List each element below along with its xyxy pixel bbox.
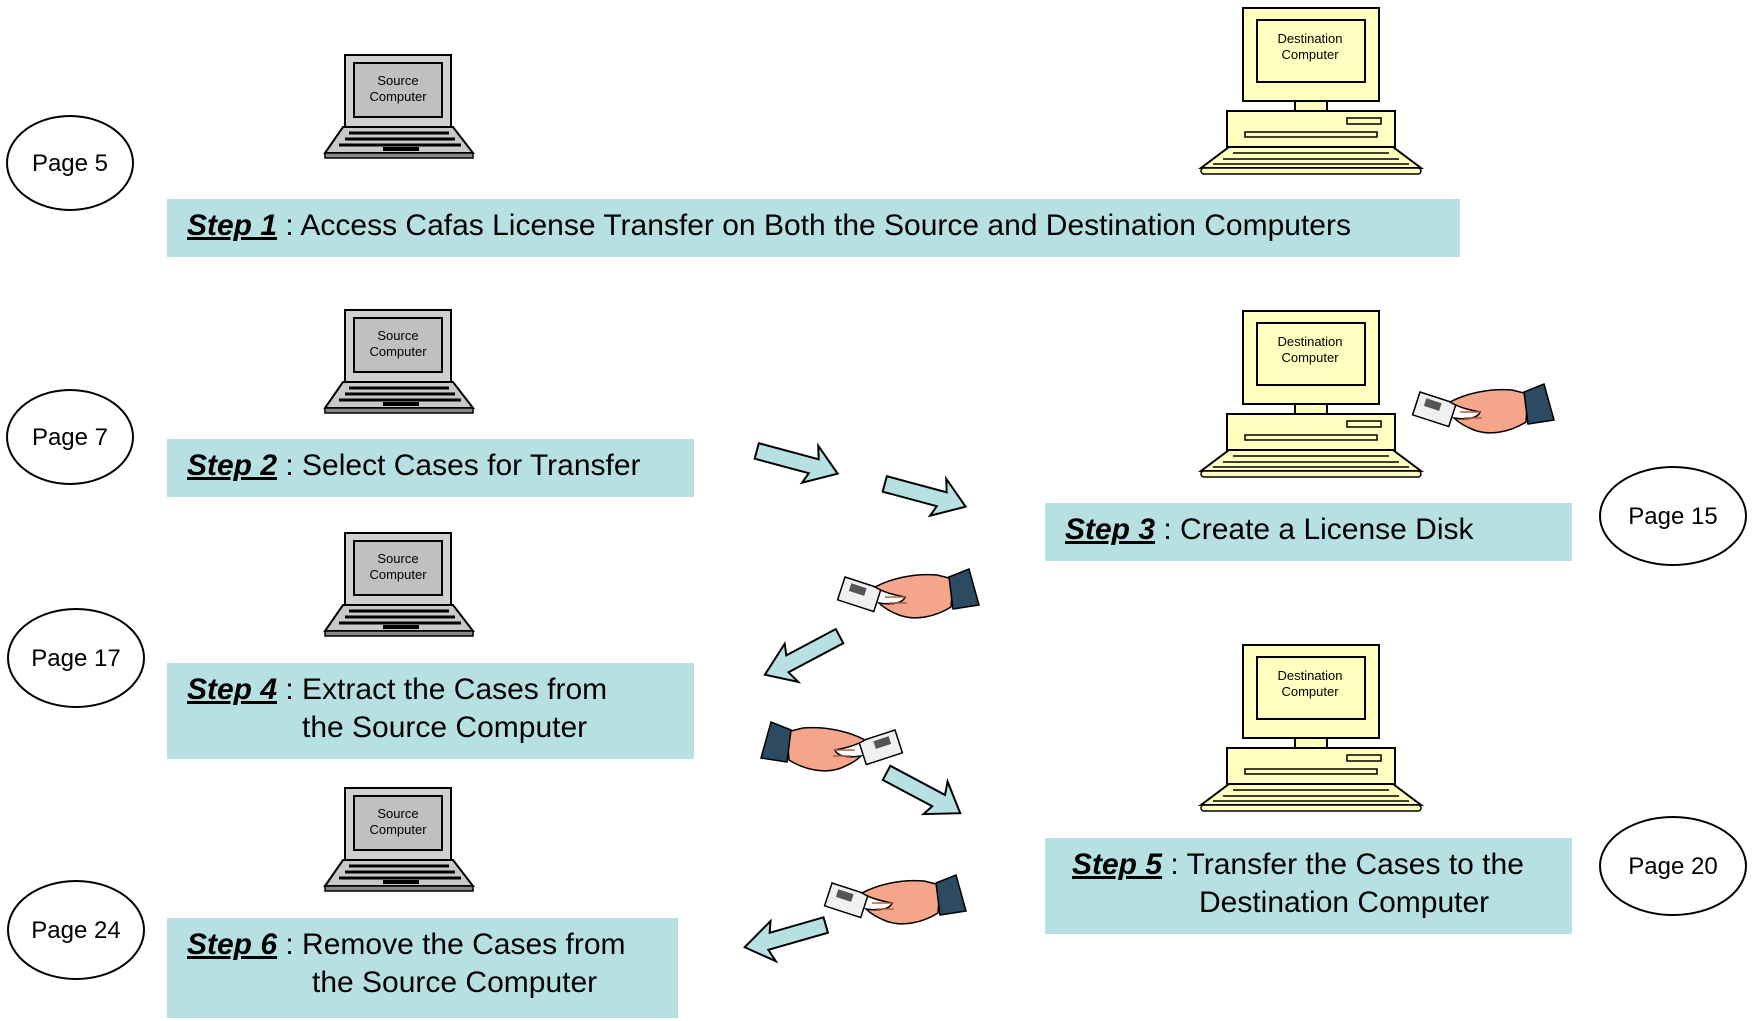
- page-17-label: Page 17: [31, 645, 120, 672]
- page-15-label: Page 15: [1628, 503, 1717, 530]
- laptop-icon: [323, 53, 475, 160]
- laptop-icon: [323, 308, 475, 415]
- step-6-box: Step 6 : Remove the Cases from the Sourc…: [167, 918, 678, 1018]
- step-1-separator: :: [277, 209, 301, 242]
- page-24-label: Page 24: [31, 917, 120, 944]
- source-label-line2: Computer: [369, 567, 427, 582]
- step-5-text: Transfer the Cases to the: [1186, 848, 1524, 881]
- source-label-line2: Computer: [369, 344, 427, 359]
- page-7-label: Page 7: [32, 424, 108, 451]
- step-3-separator: :: [1155, 513, 1181, 546]
- destination-label-line1: Destination: [1277, 668, 1342, 683]
- step-6-title: Step 6: [187, 928, 278, 961]
- step-3-box: Step 3 : Create a License Disk: [1045, 503, 1572, 561]
- laptop-icon: [323, 531, 475, 638]
- step-2-separator: :: [277, 449, 303, 482]
- step-6-text-line2: the Source Computer: [312, 966, 598, 999]
- arrow-icon: [878, 462, 973, 526]
- step-3-text: Create a License Disk: [1180, 513, 1474, 546]
- destination-label-line2: Computer: [1281, 684, 1339, 699]
- arrow-icon: [876, 753, 972, 831]
- step-5-text-line2: Destination Computer: [1199, 886, 1490, 919]
- arrow-icon: [750, 429, 845, 493]
- step-5-separator: :: [1162, 848, 1187, 881]
- destination-label-line2: Computer: [1281, 47, 1339, 62]
- source-label-line2: Computer: [369, 89, 427, 104]
- step-4-box: Step 4 : Extract the Cases from the Sour…: [167, 663, 694, 759]
- step-1-text: Access Cafas License Transfer on Both th…: [300, 209, 1351, 242]
- arrow-icon: [738, 905, 833, 970]
- step-6-separator: :: [277, 928, 303, 961]
- step-4-text-line2: the Source Computer: [302, 711, 588, 744]
- step-2-text: Select Cases for Transfer: [302, 449, 641, 482]
- step-1-title: Step 1: [187, 209, 278, 242]
- source-label-line1: Source: [377, 551, 418, 566]
- page-20-label: Page 20: [1628, 853, 1717, 880]
- destination-label-line1: Destination: [1277, 31, 1342, 46]
- step-4-title: Step 4: [187, 673, 278, 706]
- source-label-line1: Source: [377, 328, 418, 343]
- hand-with-disk-icon: [1411, 383, 1555, 434]
- step-2-title: Step 2: [187, 449, 278, 482]
- source-label-line1: Source: [377, 73, 418, 88]
- hand-with-disk-icon: [836, 568, 980, 619]
- step-5-box: Step 5 : Transfer the Cases to the Desti…: [1045, 838, 1572, 934]
- step-5-title: Step 5: [1072, 848, 1163, 881]
- source-label-line1: Source: [377, 806, 418, 821]
- step-4-separator: :: [277, 673, 303, 706]
- step-3-title: Step 3: [1065, 513, 1156, 546]
- hand-with-disk-icon: [760, 721, 904, 772]
- step-2-box: Step 2 : Select Cases for Transfer: [167, 439, 694, 497]
- destination-label-line2: Computer: [1281, 350, 1339, 365]
- step-4-text: Extract the Cases from: [302, 673, 608, 706]
- step-1-box: Step 1 : Access Cafas License Transfer o…: [167, 199, 1460, 257]
- hand-with-disk-icon: [823, 874, 967, 925]
- step-6-text: Remove the Cases from: [302, 928, 626, 961]
- arrow-icon: [755, 618, 851, 696]
- destination-label-line1: Destination: [1277, 334, 1342, 349]
- source-label-line2: Computer: [369, 822, 427, 837]
- page-5-label: Page 5: [32, 150, 108, 177]
- laptop-icon: [323, 786, 475, 893]
